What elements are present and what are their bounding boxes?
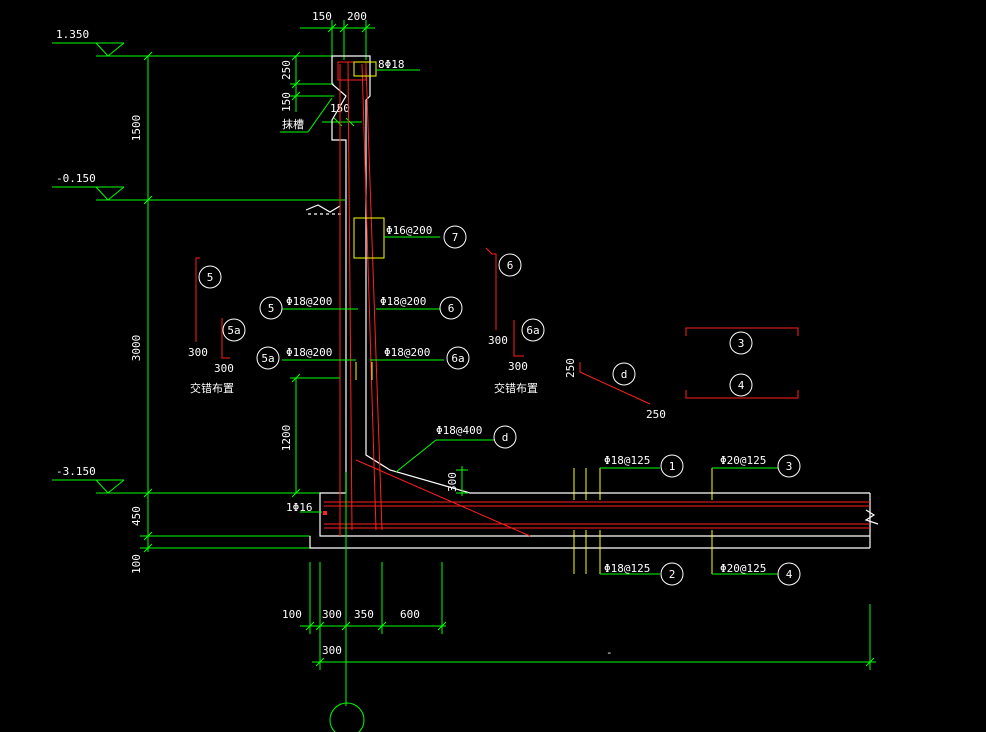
- dim-s6-300b: 300: [508, 360, 528, 373]
- dim-450: 450: [130, 506, 143, 526]
- marker-m4[interactable]: 4: [777, 562, 801, 586]
- vertical-dimension-chain: 1500 3000 450 100: [130, 51, 310, 574]
- svg-text:3: 3: [786, 460, 793, 473]
- svg-text:6a: 6a: [451, 352, 464, 365]
- dim-3000: 3000: [130, 335, 143, 362]
- marker-m5a[interactable]: 5a: [256, 346, 280, 370]
- marker-m2[interactable]: 2: [660, 562, 684, 586]
- marker-m6[interactable]: 6: [439, 296, 463, 320]
- dim-s5-300a: 300: [188, 346, 208, 359]
- legend-bar-5: 5 300: [188, 257, 222, 359]
- label-wall-r7: Φ16@200: [386, 224, 432, 237]
- label-base-r2: Φ18@125: [604, 562, 650, 575]
- svg-text:3: 3: [738, 337, 745, 350]
- legend-bar-d: d 250 250: [564, 358, 666, 421]
- label-wall-r6: Φ18@200: [380, 295, 426, 308]
- axis-bubble: [329, 702, 365, 732]
- svg-text:d: d: [621, 368, 628, 381]
- label-base-r3: Φ20@125: [720, 454, 766, 467]
- label-top-bars: 8Φ18: [378, 58, 405, 71]
- svg-text:5a: 5a: [261, 352, 274, 365]
- svg-text:1: 1: [669, 460, 676, 473]
- wall-outline: [305, 55, 879, 549]
- dim-d-250a: 250: [564, 358, 577, 378]
- top-width-dims: 150 200: [300, 10, 375, 60]
- leader-lines: 300 1200: [280, 69, 778, 575]
- marker-m7[interactable]: 7: [443, 225, 467, 249]
- dim-h-300: 300: [322, 608, 342, 621]
- bottom-dimension-chain: 100 300 350 600 300: [282, 472, 876, 732]
- legend-bar-6a: 6a 300: [508, 318, 545, 373]
- label-haunch: Φ18@400: [436, 424, 482, 437]
- dim-s6-300a: 300: [488, 334, 508, 347]
- dim-top-200: 200: [347, 10, 367, 23]
- label-stagger-right: 交错布置: [494, 381, 538, 395]
- dim-100: 100: [130, 554, 143, 574]
- svg-text:d: d: [502, 431, 509, 444]
- label-wall-r5a: Φ18@200: [286, 346, 332, 359]
- label-base-r4: Φ20@125: [720, 562, 766, 575]
- label-stagger-left: 交错布置: [190, 381, 234, 395]
- rebar-labels: 8Φ18 Φ16@200 Φ18@200 Φ18@200 Φ18@200 Φ18…: [190, 58, 766, 659]
- marker-m3[interactable]: 3: [777, 454, 801, 478]
- svg-text:4: 4: [786, 568, 793, 581]
- svg-text:5a: 5a: [227, 324, 240, 337]
- svg-text:5: 5: [207, 271, 214, 284]
- dim-1500: 1500: [130, 115, 143, 142]
- label-dash: -: [606, 646, 613, 659]
- dim-lip-250: 250: [280, 60, 293, 80]
- elevation-text-top: 1.350: [56, 28, 89, 41]
- dim-s5-300b: 300: [214, 362, 234, 375]
- legend-bar-5a: 5a 300: [214, 318, 246, 375]
- dim-1200: 1200: [280, 425, 293, 452]
- svg-text:4: 4: [738, 379, 745, 392]
- label-wall-r6a: Φ18@200: [384, 346, 430, 359]
- label-base-r1: Φ18@125: [604, 454, 650, 467]
- dim-d-250b: 250: [646, 408, 666, 421]
- marker-m6a[interactable]: 6a: [446, 346, 470, 370]
- rebar-red: [323, 61, 870, 537]
- marker-m5[interactable]: 5: [259, 296, 283, 320]
- dim-h-600: 600: [400, 608, 420, 621]
- svg-text:6: 6: [507, 259, 514, 272]
- elevation-marker-top: 1.350: [52, 28, 340, 57]
- svg-text:6a: 6a: [526, 324, 539, 337]
- dim-h-350: 350: [354, 608, 374, 621]
- dim-haunch-300: 300: [446, 472, 459, 492]
- elevation-text-bottom: -3.150: [56, 465, 96, 478]
- svg-text:2: 2: [669, 568, 676, 581]
- dim-h-300b: 300: [322, 644, 342, 657]
- legend-bar-3: 3: [685, 327, 799, 355]
- elevation-marker-bottom: -3.150: [52, 465, 345, 494]
- marker-md[interactable]: d: [493, 425, 517, 449]
- marker-m1[interactable]: 1: [660, 454, 684, 478]
- svg-text:6: 6: [448, 302, 455, 315]
- svg-text:7: 7: [452, 231, 459, 244]
- dim-top-150: 150: [312, 10, 332, 23]
- lip-dims: 250 150 150 抹槽: [280, 51, 362, 133]
- label-corner-bar: 1Φ16: [286, 501, 313, 514]
- elevation-marker-ground: -0.150: [52, 172, 345, 201]
- svg-text:5: 5: [268, 302, 275, 315]
- label-drip: 抹槽: [282, 118, 304, 131]
- dim-h-100: 100: [282, 608, 302, 621]
- dim-lip-150: 150: [280, 92, 293, 112]
- wall-callouts: [353, 61, 713, 574]
- legend-bar-6: 6 300: [485, 247, 522, 347]
- legend-bar-4: 4: [685, 373, 799, 399]
- label-wall-r5: Φ18@200: [286, 295, 332, 308]
- corner-bar-dot: [323, 511, 327, 515]
- elevation-text-ground: -0.150: [56, 172, 96, 185]
